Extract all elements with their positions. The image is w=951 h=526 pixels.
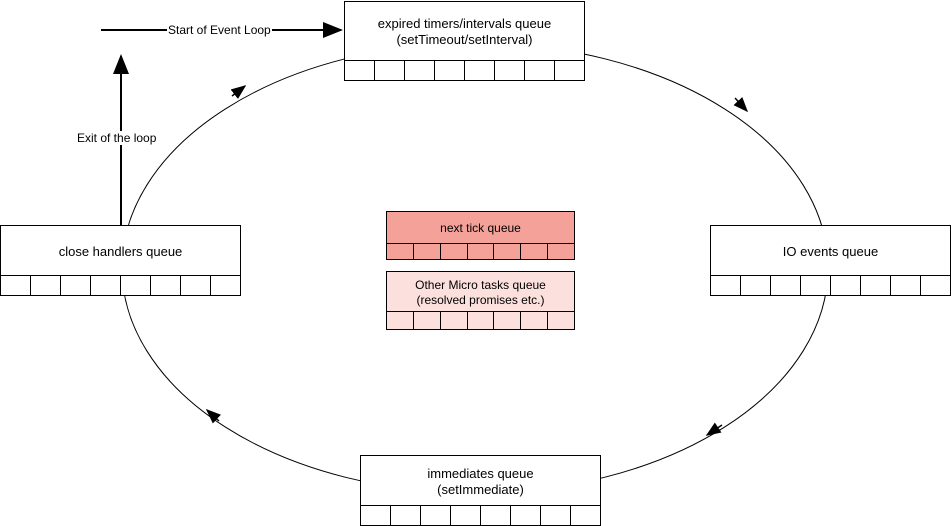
queue-slot — [800, 275, 831, 296]
queue-slot — [439, 243, 468, 260]
start-label: Start of Event Loop — [167, 23, 272, 37]
micro-tasks-queue: Other Micro tasks queue (resolved promis… — [386, 271, 576, 330]
queue-slot — [770, 275, 801, 296]
queue-slot — [344, 60, 375, 81]
queue-slot — [0, 275, 31, 296]
timers-queue-title: expired timers/intervals queue — [377, 16, 552, 31]
immediates-queue-subtitle: (setImmediate) — [437, 481, 524, 497]
queue-slot — [570, 505, 601, 526]
queue-slot — [386, 311, 414, 330]
queue-slot — [860, 275, 891, 296]
close-queue: close handlers queue — [0, 225, 241, 296]
queue-slot — [493, 243, 522, 260]
queue-slot — [464, 60, 495, 81]
queue-slot — [150, 275, 181, 296]
queue-slot — [920, 275, 951, 296]
next-tick-queue: next tick queue — [386, 211, 576, 260]
micro-tasks-queue-subtitle: (resolved promises etc.) — [416, 292, 545, 307]
queue-slot — [466, 311, 495, 330]
queue-slot — [830, 275, 861, 296]
queue-slot — [420, 505, 451, 526]
queue-slot — [434, 60, 465, 81]
queue-slot — [60, 275, 91, 296]
queue-slot — [480, 505, 511, 526]
queue-slot — [493, 311, 522, 330]
queue-slot — [386, 243, 414, 260]
queue-slot — [210, 275, 241, 296]
io-queue: IO events queue — [710, 225, 951, 296]
queue-slots — [360, 505, 601, 526]
queue-slot — [30, 275, 61, 296]
loop-arrow-top-right — [733, 97, 749, 113]
timers-queue-subtitle: (setTimeout/setInterval) — [396, 32, 533, 47]
queue-slot — [740, 275, 771, 296]
queue-slot — [180, 275, 211, 296]
loop-arrow-top-left — [230, 85, 247, 99]
immediates-queue-title: immediates queue — [427, 465, 534, 481]
queue-slots — [710, 275, 951, 296]
queue-slot — [554, 60, 585, 81]
queue-slot — [890, 275, 921, 296]
queue-slot — [494, 60, 525, 81]
queue-slot — [466, 243, 495, 260]
queue-slot — [547, 243, 576, 260]
queue-slot — [439, 311, 468, 330]
queue-slot — [412, 311, 441, 330]
queue-slot — [524, 60, 555, 81]
immediates-queue: immediates queue (setImmediate) — [360, 455, 601, 526]
queue-slot — [510, 505, 541, 526]
queue-slot — [520, 243, 549, 260]
queue-slot — [374, 60, 405, 81]
queue-slot — [120, 275, 151, 296]
exit-label: Exit of the loop — [76, 131, 158, 145]
queue-slot — [520, 311, 549, 330]
io-queue-title: IO events queue — [782, 243, 879, 259]
next-tick-queue-title: next tick queue — [440, 221, 521, 235]
queue-slots — [386, 311, 576, 330]
timers-queue: expired timers/intervals queue (setTimeo… — [344, 1, 585, 81]
close-queue-title: close handlers queue — [58, 243, 183, 259]
queue-slot — [450, 505, 481, 526]
queue-slot — [547, 311, 576, 330]
queue-slot — [360, 505, 391, 526]
queue-slot — [390, 505, 421, 526]
queue-slots — [386, 243, 576, 260]
queue-slot — [710, 275, 741, 296]
queue-slot — [90, 275, 121, 296]
queue-slot — [540, 505, 571, 526]
loop-arrow-bottom-left — [205, 408, 222, 424]
queue-slot — [404, 60, 435, 81]
queue-slots — [344, 60, 585, 81]
queue-slots — [0, 275, 241, 296]
micro-tasks-queue-title: Other Micro tasks queue — [415, 277, 546, 292]
queue-slot — [412, 243, 441, 260]
loop-arrow-bottom-right — [705, 422, 723, 436]
